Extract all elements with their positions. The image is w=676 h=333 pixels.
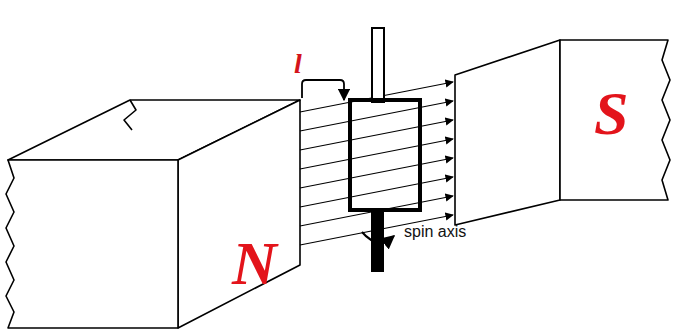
axis-label: spin axis bbox=[404, 224, 466, 240]
south-magnet bbox=[455, 40, 670, 225]
magnet-front-face bbox=[560, 40, 670, 200]
field-line bbox=[300, 139, 453, 169]
field-line bbox=[300, 177, 453, 207]
magnet-front-face bbox=[6, 160, 178, 328]
coil-loop bbox=[350, 100, 420, 210]
pole-label: N bbox=[232, 232, 277, 294]
current-label: l bbox=[294, 50, 302, 78]
field-line bbox=[300, 101, 453, 131]
field-line bbox=[300, 120, 453, 150]
pole-label: S bbox=[594, 82, 628, 144]
north-magnet bbox=[6, 100, 300, 328]
field-line bbox=[300, 158, 453, 188]
broken-edge bbox=[124, 100, 136, 130]
current-arrow bbox=[302, 80, 344, 100]
magnet-side-face bbox=[455, 40, 560, 225]
magnet-side-face bbox=[178, 100, 300, 328]
spin-arrow bbox=[362, 232, 394, 242]
shaft-top bbox=[372, 28, 384, 102]
